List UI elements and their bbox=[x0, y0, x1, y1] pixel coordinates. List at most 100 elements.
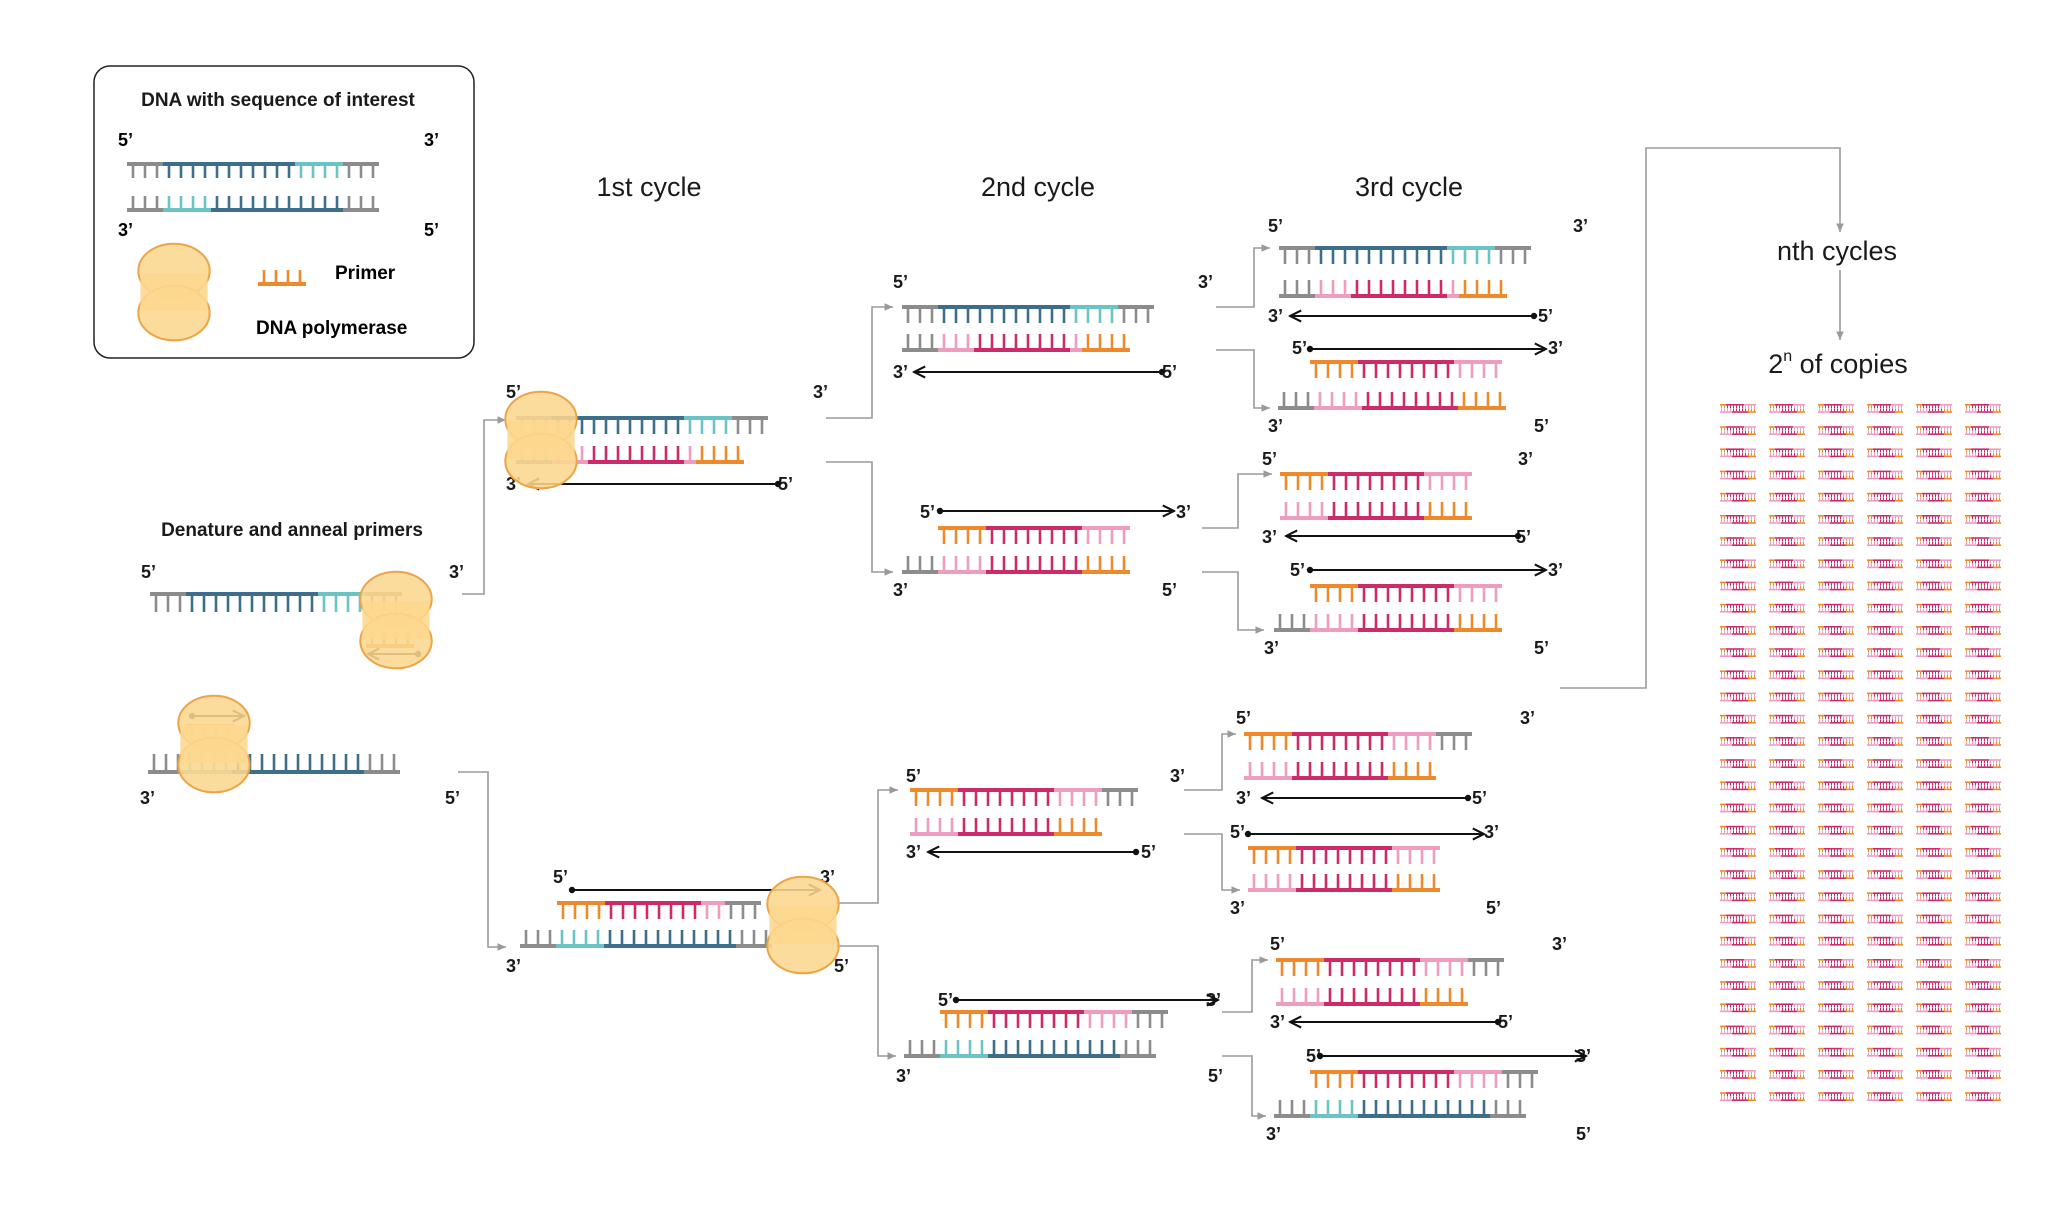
copy-tick bbox=[1843, 697, 1844, 700]
copy-tick bbox=[1724, 830, 1725, 833]
copy-tick bbox=[1846, 516, 1847, 520]
copy-tick bbox=[1825, 805, 1826, 808]
cycle3-duplex-6: 5’3’3’5’ bbox=[1230, 822, 1501, 918]
copy-tick bbox=[1990, 430, 1991, 434]
copy-tick bbox=[1849, 453, 1850, 456]
copy-tick bbox=[1932, 649, 1933, 653]
copy-tick bbox=[1889, 716, 1890, 719]
copy-tick bbox=[1901, 630, 1902, 634]
copy-bottom-magenta bbox=[1928, 455, 1944, 458]
copy-tick bbox=[1727, 652, 1728, 656]
copy-tick bbox=[1831, 538, 1832, 542]
copy-tick bbox=[1773, 652, 1774, 656]
copy-tick bbox=[1947, 475, 1948, 478]
cycle2-duplex-c: 5’3’3’5’ bbox=[906, 766, 1185, 862]
copy-tick bbox=[1736, 475, 1737, 478]
copy-tick bbox=[1828, 719, 1829, 722]
copy-tick bbox=[1895, 608, 1896, 611]
copy-tick bbox=[1846, 472, 1847, 475]
copy-tick bbox=[1990, 694, 1991, 697]
copy-tick bbox=[1782, 675, 1783, 678]
copy-tick bbox=[1788, 871, 1789, 875]
copy-tick bbox=[1987, 694, 1988, 697]
copy-tick bbox=[1969, 494, 1970, 497]
copy-tick bbox=[1898, 475, 1899, 478]
copy-tick bbox=[1748, 763, 1749, 767]
copy-tick bbox=[1840, 741, 1841, 745]
copy-tick bbox=[1782, 586, 1783, 589]
copy-tick bbox=[1779, 538, 1780, 542]
copy-tick bbox=[1969, 830, 1970, 833]
copy-tick bbox=[1889, 763, 1890, 767]
copy-top-orange bbox=[1769, 404, 1775, 406]
copy-tick bbox=[1849, 630, 1850, 634]
copy-duplex bbox=[1916, 470, 1952, 480]
copy-tick bbox=[1947, 852, 1948, 856]
copy-tick bbox=[1724, 652, 1725, 656]
copy-tick bbox=[1736, 719, 1737, 722]
copy-tick bbox=[1828, 453, 1829, 456]
copy-tick bbox=[1782, 427, 1783, 431]
copy-tick bbox=[1819, 583, 1820, 586]
copy-bottom-pink bbox=[1916, 411, 1928, 413]
copy-tick bbox=[1880, 741, 1881, 745]
copy-tick bbox=[1892, 605, 1893, 608]
copy-tick bbox=[1920, 716, 1921, 719]
copy-tick bbox=[1819, 827, 1820, 830]
copy-tick bbox=[1944, 630, 1945, 634]
copy-tick bbox=[1754, 783, 1755, 786]
copy-duplex bbox=[1769, 603, 1805, 613]
copy-tick bbox=[1999, 475, 2000, 478]
copy-tick bbox=[1819, 564, 1820, 567]
copy-tick bbox=[1794, 716, 1795, 719]
copy-tick bbox=[1724, 649, 1725, 653]
copy-tick bbox=[1782, 472, 1783, 475]
copy-duplex bbox=[1720, 559, 1756, 569]
copy-tick bbox=[1978, 538, 1979, 542]
copy-tick bbox=[1843, 538, 1844, 542]
copy-tick bbox=[1794, 763, 1795, 767]
copy-bottom-orange bbox=[1846, 411, 1854, 413]
copy-bottom-orange bbox=[1748, 877, 1756, 879]
copy-tick bbox=[1751, 583, 1752, 586]
copy-tick bbox=[1950, 627, 1951, 631]
copy-tick bbox=[1966, 564, 1967, 567]
copy-top-orange bbox=[1818, 870, 1824, 872]
copy-tick bbox=[1923, 808, 1924, 811]
copy-duplex bbox=[1916, 537, 1952, 546]
copy-tick bbox=[1840, 475, 1841, 478]
copy-top-pink bbox=[1940, 537, 1952, 539]
copy-tick bbox=[1880, 494, 1881, 497]
copy-tick bbox=[1975, 672, 1976, 675]
copy-bottom-pink bbox=[1818, 500, 1830, 502]
end-label: 3’ bbox=[1176, 502, 1191, 522]
copy-tick bbox=[1843, 871, 1844, 875]
copy-tick bbox=[1993, 827, 1994, 830]
copy-top-magenta bbox=[1873, 426, 1891, 428]
copy-tick bbox=[1886, 519, 1887, 523]
copy-top-pink bbox=[1989, 781, 2001, 783]
copy-tick bbox=[1852, 649, 1853, 653]
copy-tick bbox=[1840, 830, 1841, 833]
copy-tick bbox=[1999, 427, 2000, 431]
copy-tick bbox=[1724, 583, 1725, 586]
copy-tick bbox=[1779, 475, 1780, 478]
copy-tick bbox=[1797, 450, 1798, 453]
copy-tick bbox=[1990, 564, 1991, 567]
copy-tick bbox=[1791, 719, 1792, 722]
copy-tick bbox=[1883, 608, 1884, 611]
copy-tick bbox=[1917, 494, 1918, 497]
copy-tick bbox=[1880, 519, 1881, 523]
copy-tick bbox=[1993, 497, 1994, 500]
copy-top-pink bbox=[1940, 781, 1952, 783]
copy-tick bbox=[1825, 827, 1826, 830]
copy-duplex bbox=[1965, 870, 2001, 879]
copy-duplex bbox=[1965, 648, 2001, 657]
copy-tick bbox=[1797, 519, 1798, 523]
copy-tick bbox=[1935, 827, 1936, 830]
copy-bottom-magenta bbox=[1781, 655, 1797, 657]
copy-tick bbox=[1791, 649, 1792, 653]
copy-tick bbox=[1901, 852, 1902, 856]
copy-tick bbox=[1828, 405, 1829, 409]
copy-tick bbox=[1828, 608, 1829, 611]
